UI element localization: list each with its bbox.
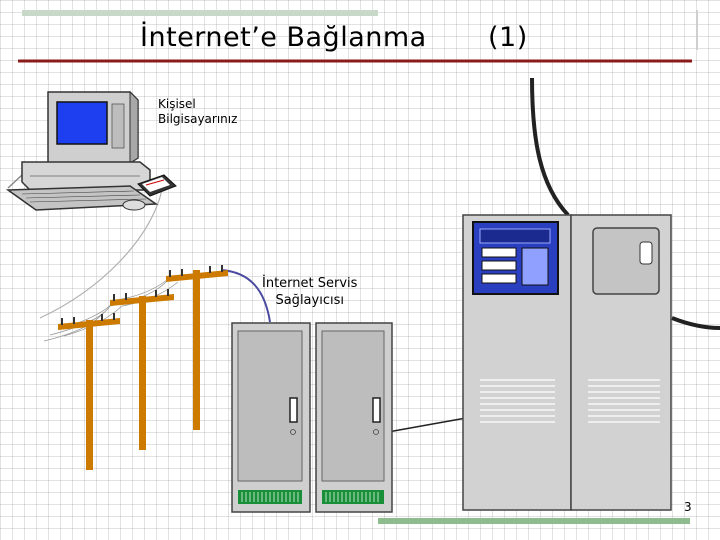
modem-icon xyxy=(137,174,177,197)
modem-line-blue xyxy=(220,269,271,323)
isp-label-line1: İnternet Servis xyxy=(262,276,358,291)
main-server-cabinet xyxy=(462,214,672,511)
top-accent-bar xyxy=(22,10,378,16)
pc-screen xyxy=(56,101,108,145)
cable-server-right xyxy=(671,316,720,330)
pc-label-line1: Kişisel xyxy=(158,97,196,111)
pc-label-line2: Bilgisayarınız xyxy=(158,112,238,126)
bottom-accent-bar xyxy=(378,518,690,524)
pc-label: Kişisel Bilgisayarınız xyxy=(158,97,237,127)
isp-label-line2: Sağlayıcısı xyxy=(275,293,344,308)
slide-title-number: (1) xyxy=(488,22,528,53)
slide-title: İnternet’e Bağlanma xyxy=(140,22,427,53)
telephone-poles xyxy=(43,265,228,470)
personal-computer xyxy=(5,90,159,211)
cable-server-link xyxy=(387,417,467,433)
isp-label: İnternet Servis Sağlayıcısı xyxy=(262,275,357,309)
isp-cabinets xyxy=(231,322,393,513)
page-number: 3 xyxy=(684,500,692,514)
pc-phone-line xyxy=(39,189,163,319)
cable-server-top xyxy=(530,77,570,217)
